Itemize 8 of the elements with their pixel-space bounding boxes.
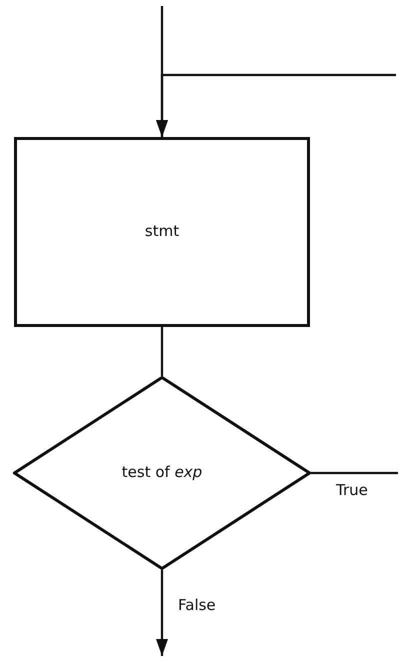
process-box	[14, 137, 310, 327]
arrow	[156, 570, 168, 656]
connector-line	[311, 472, 398, 474]
node-text: stmt	[144, 222, 180, 242]
node-text: test of exp	[120, 463, 204, 483]
arrow	[156, 74, 396, 137]
decision-diamond	[13, 376, 311, 570]
connector-line	[160, 327, 164, 376]
